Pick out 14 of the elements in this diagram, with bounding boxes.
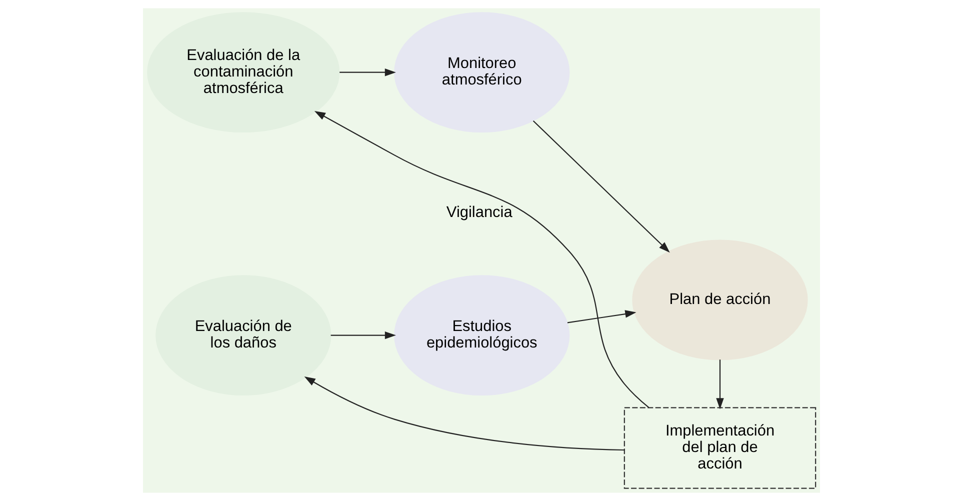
edge-label: Vigilancia [446, 204, 512, 222]
arrow [339, 68, 396, 76]
arrow [330, 331, 396, 340]
node-ellipse: Evaluación de los daños [155, 275, 331, 396]
arrow [304, 376, 624, 451]
node-ellipse: Monitoreo atmosférico [394, 12, 570, 133]
arrow [532, 120, 670, 253]
arrow [716, 360, 724, 410]
arrow [314, 110, 649, 408]
arrow [566, 310, 636, 324]
node-box: Implementación del plan de acción [623, 407, 816, 489]
node-ellipse: Estudios epidemiológicos [394, 275, 570, 396]
node-ellipse: Evaluación de la contaminación atmosférica [146, 12, 340, 133]
node-ellipse: Plan de acción [632, 240, 808, 360]
